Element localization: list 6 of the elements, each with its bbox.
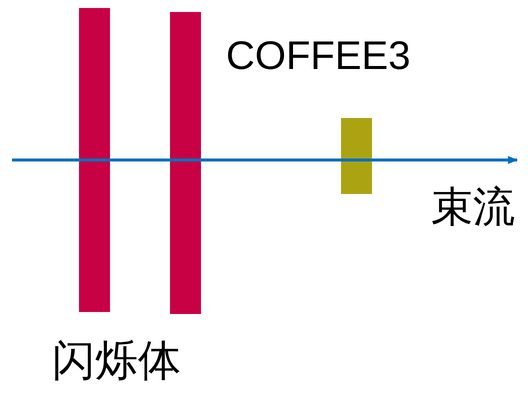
detector-bar bbox=[341, 118, 372, 194]
scintillator-bar bbox=[79, 8, 110, 312]
beam-label: 束流 bbox=[431, 186, 515, 228]
scintillator-bar bbox=[170, 12, 201, 314]
detector-label: COFFEE3 bbox=[226, 36, 410, 76]
scintillator-label: 闪烁体 bbox=[52, 340, 181, 383]
